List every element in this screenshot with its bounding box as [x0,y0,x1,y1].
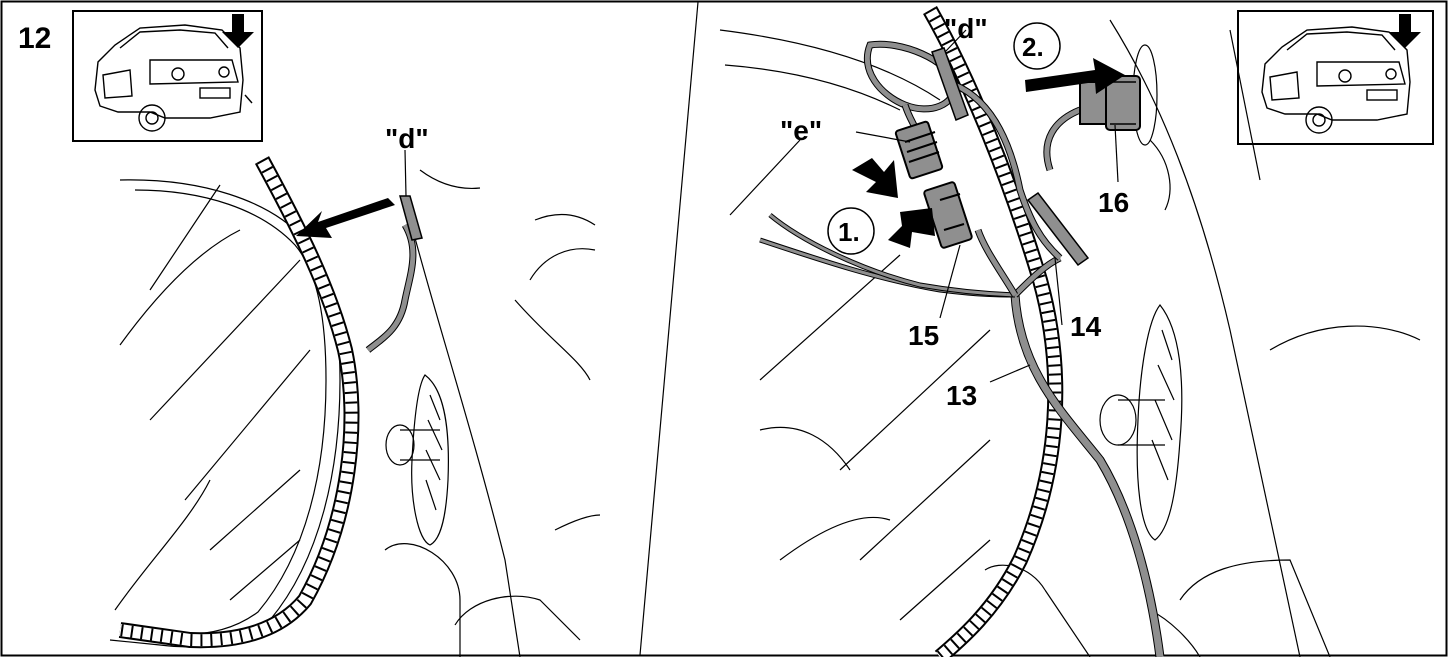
label-part-16: 16 [1098,187,1129,218]
step-2-marker: 2. [1013,22,1061,70]
down-arrow-icon [1389,14,1421,48]
clip-14 [1026,191,1090,267]
step-1-marker: 1. [827,207,875,255]
clip-d-left [399,195,423,241]
left-panel: "d" [72,10,601,658]
car-rear-icon [94,24,253,132]
label-part-13: 13 [946,380,977,411]
label-d-left: "d" [385,123,429,154]
left-pillar-trim [118,156,360,649]
label-part-15: 15 [908,320,939,351]
left-tail-light [385,374,449,546]
panel-divider [639,1,699,656]
step-number: 12 [18,22,51,55]
right-panel: 1. 2. "e" "d" 16 15 14 13 [719,6,1434,662]
label-e: "e" [780,115,822,146]
left-pull-arrow [296,198,395,238]
clip-d-right-upper [931,47,969,121]
down-arrow-icon [222,14,254,48]
arrow-push-up [888,208,935,248]
car-thumbnail-right [1237,10,1434,145]
leader-lines [855,29,1119,383]
left-body-outlines [109,169,601,658]
arrow-step-2 [1025,58,1125,94]
car-thumbnail-left [72,10,263,142]
connector-e [894,120,944,180]
right-pillar-trim [923,6,1064,662]
grommet-16 [1079,44,1158,146]
car-rear-icon [1261,26,1411,134]
label-step-2: 2. [1022,32,1044,62]
label-d-right: "d" [944,13,988,44]
label-part-14: 14 [1070,311,1102,342]
d-left-leader [404,149,407,197]
arrow-push-down [852,158,898,198]
left-cable [365,195,423,353]
label-step-1: 1. [838,217,860,247]
right-tail-light [1099,304,1183,541]
